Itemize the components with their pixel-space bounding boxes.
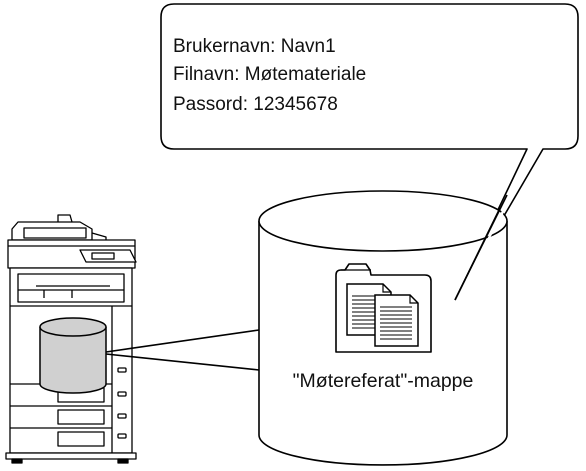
zoom-connector — [105, 329, 260, 371]
folder-label: "Møtereferat"-mappe — [293, 370, 474, 392]
mfp-printer-icon — [5, 214, 137, 464]
folder-icon — [335, 263, 432, 353]
document-icon — [374, 294, 419, 347]
password-line: Passord: 12345678 — [173, 94, 338, 115]
mfp-hdd-icon — [39, 317, 107, 394]
username-line: Brukernavn: Navn1 — [173, 36, 336, 57]
callout-bubble: Brukernavn: Navn1 Filnavn: Møtemateriale… — [160, 3, 579, 301]
filename-line: Filnavn: Møtemateriale — [173, 64, 366, 85]
